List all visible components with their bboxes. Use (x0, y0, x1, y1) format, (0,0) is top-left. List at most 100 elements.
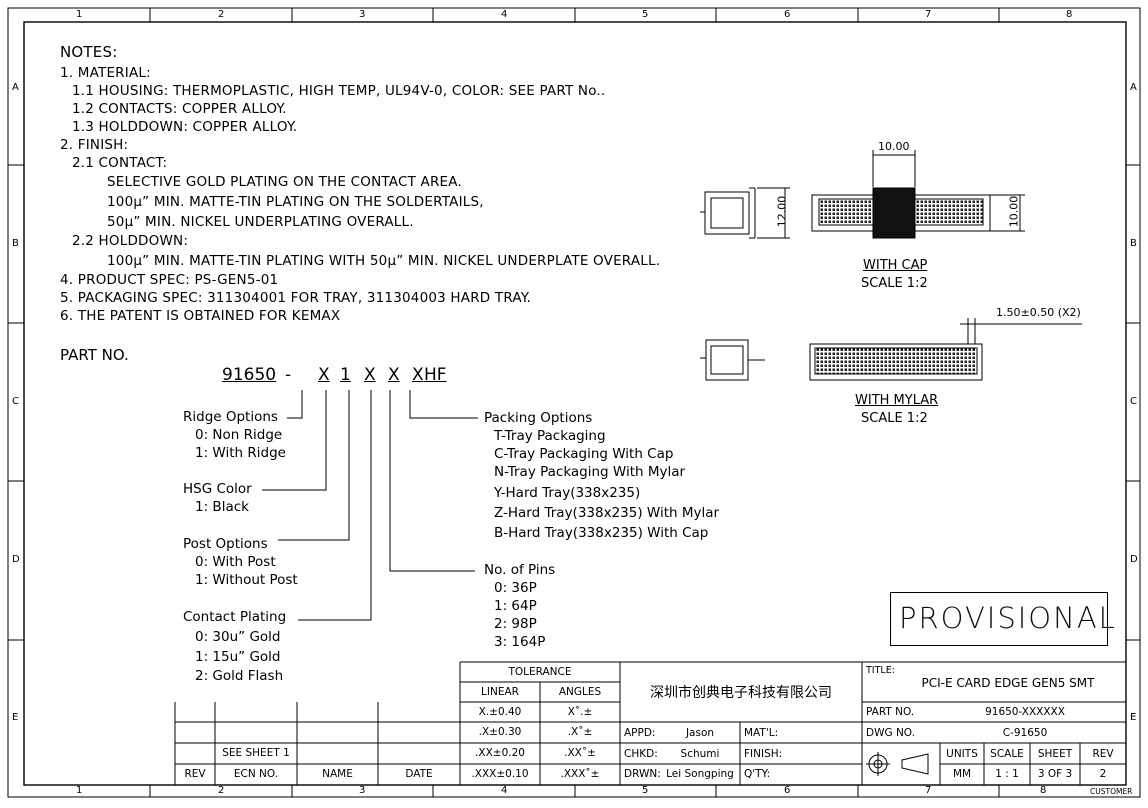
zone-col-8-bottom: 8 (1040, 785, 1047, 796)
with-mylar-label: WITH MYLAR (855, 393, 939, 408)
zone-row-d: D (12, 554, 20, 565)
tol-angle: .X˚± (567, 726, 593, 738)
zone-col-4: 4 (501, 9, 508, 20)
part-code-3: X (364, 365, 376, 385)
date-col-header: DATE (405, 768, 433, 780)
zone-row-d-right: D (1130, 554, 1138, 565)
tol-linear: X.±0.40 (478, 706, 522, 718)
units-label: UNITS (946, 748, 978, 760)
post-item: 0: With Post (195, 554, 276, 570)
with-cap-label: WITH CAP (863, 258, 928, 273)
zone-row-c-right: C (1130, 396, 1137, 407)
note-line: 2.2 HOLDDOWN: (72, 233, 189, 249)
zone-col-3-bottom: 3 (359, 785, 366, 796)
drwn-value: Lei Songping (666, 768, 734, 780)
packing-item: N-Tray Packaging With Mylar (494, 464, 686, 480)
dim-150: 1.50±0.50 (X2) (996, 306, 1081, 319)
dwgno-label: DWG NO. (866, 727, 915, 739)
note-line: 1.1 HOUSING: THERMOPLASTIC, HIGH TEMP, U… (72, 83, 606, 99)
qty-label: Q'TY: (744, 768, 771, 780)
drawing-title: PCI-E CARD EDGE GEN5 SMT (921, 676, 1095, 690)
ecn-col-header: ECN NO. (233, 768, 279, 780)
tol-linear: .XX±0.20 (475, 747, 525, 759)
part-no-label: PART NO. (60, 346, 129, 364)
pins-item: 3: 164P (494, 634, 546, 650)
note-line: 6. THE PATENT IS OBTAINED FOR KEMAX (60, 308, 341, 324)
note-line: 100μ” MIN. MATTE-TIN PLATING WITH 50μ” M… (107, 253, 661, 269)
dwgno-value: C-91650 (1002, 727, 1048, 739)
pins-item: 2: 98P (494, 616, 537, 632)
note-line: 50μ” MIN. NICKEL UNDERPLATING OVERALL. (107, 214, 414, 230)
part-code-1: X (318, 365, 330, 385)
sheet-value: 3 OF 3 (1037, 768, 1073, 780)
part-code-6: HF (424, 365, 447, 385)
zone-row-e-right: E (1130, 712, 1137, 723)
packing-title: Packing Options (484, 410, 593, 426)
company-name: 深圳市创典电子科技有限公司 (650, 685, 832, 701)
ridge-item: 0: Non Ridge (195, 427, 283, 443)
rev-col-header: REV (184, 768, 206, 780)
note-line: 1.3 HOLDDOWN: COPPER ALLOY. (72, 119, 298, 135)
tol-angle: X˚.± (567, 706, 593, 718)
zone-row-b: B (12, 238, 19, 249)
plating-item: 1: 15u” Gold (195, 649, 281, 665)
notes-heading: NOTES: (60, 43, 118, 61)
part-code-2: 1 (340, 365, 351, 385)
post-item: 1: Without Post (195, 572, 298, 588)
finish-label: FINISH: (744, 748, 783, 760)
sheet-label: SHEET (1037, 748, 1073, 760)
tol-angle: .XXX˚± (560, 768, 600, 780)
zone-row-e: E (12, 712, 19, 723)
appd-value: Jason (685, 727, 715, 739)
tol-angle: .XX˚± (564, 747, 596, 759)
note-line: 2.1 CONTACT: (72, 155, 168, 171)
pins-item: 1: 64P (494, 598, 537, 614)
plating-item: 0: 30u” Gold (195, 629, 281, 645)
provisional-stamp: PROVISIONAL (890, 592, 1115, 646)
customer-label: CUSTOMER (1090, 787, 1133, 796)
units-value: MM (952, 768, 972, 780)
provisional-text: PROVISIONAL (899, 601, 1117, 635)
with-cap-scale: SCALE 1:2 (861, 276, 928, 291)
with-mylar-scale: SCALE 1:2 (861, 411, 928, 426)
zone-col-2-bottom: 2 (218, 785, 225, 796)
zone-row-a: A (12, 82, 19, 93)
hsg-item: 1: Black (195, 499, 249, 515)
note-line: SELECTIVE GOLD PLATING ON THE CONTACT AR… (107, 174, 462, 190)
plating-title: Contact Plating (183, 609, 287, 625)
see-sheet: SEE SHEET 1 (222, 747, 290, 759)
tol-linear: .XXX±0.10 (471, 768, 529, 780)
zone-row-b-right: B (1130, 238, 1137, 249)
packing-item: C-Tray Packaging With Cap (494, 446, 674, 462)
zone-col-1: 1 (76, 9, 83, 20)
note-line: 5. PACKAGING SPEC: 311304001 FOR TRAY, 3… (60, 290, 531, 306)
note-line: 2. FINISH: (60, 137, 129, 153)
zone-row-c: C (12, 396, 19, 407)
zone-col-1-bottom: 1 (76, 785, 83, 796)
drwn-label: DRWN: (624, 768, 661, 780)
name-col-header: NAME (322, 768, 353, 780)
packing-item: Z-Hard Tray(338x235) With Mylar (494, 505, 720, 521)
partno-value: 91650-XXXXXX (985, 706, 1065, 718)
part-code-4: X (388, 365, 400, 385)
zone-col-6-bottom: 6 (784, 785, 791, 796)
note-line: 4. PRODUCT SPEC: PS-GEN5-01 (60, 272, 279, 288)
note-line: 1. MATERIAL: (60, 65, 151, 81)
zone-col-4-bottom: 4 (501, 785, 508, 796)
packing-item: B-Hard Tray(338x235) With Cap (494, 525, 709, 541)
chkd-label: CHKD: (624, 748, 658, 760)
zone-col-3: 3 (359, 9, 366, 20)
pins-item: 0: 36P (494, 580, 537, 596)
note-line: 1.2 CONTACTS: COPPER ALLOY. (72, 101, 287, 117)
dim-10-top: 10.00 (878, 140, 910, 153)
packing-item: Y-Hard Tray(338x235) (494, 485, 641, 501)
chkd-value: Schumi (680, 748, 720, 760)
pins-title: No. of Pins (484, 562, 556, 578)
linear-header: LINEAR (481, 686, 519, 698)
packing-item: T-Tray Packaging (494, 428, 606, 444)
scale-label: SCALE (990, 748, 1024, 760)
